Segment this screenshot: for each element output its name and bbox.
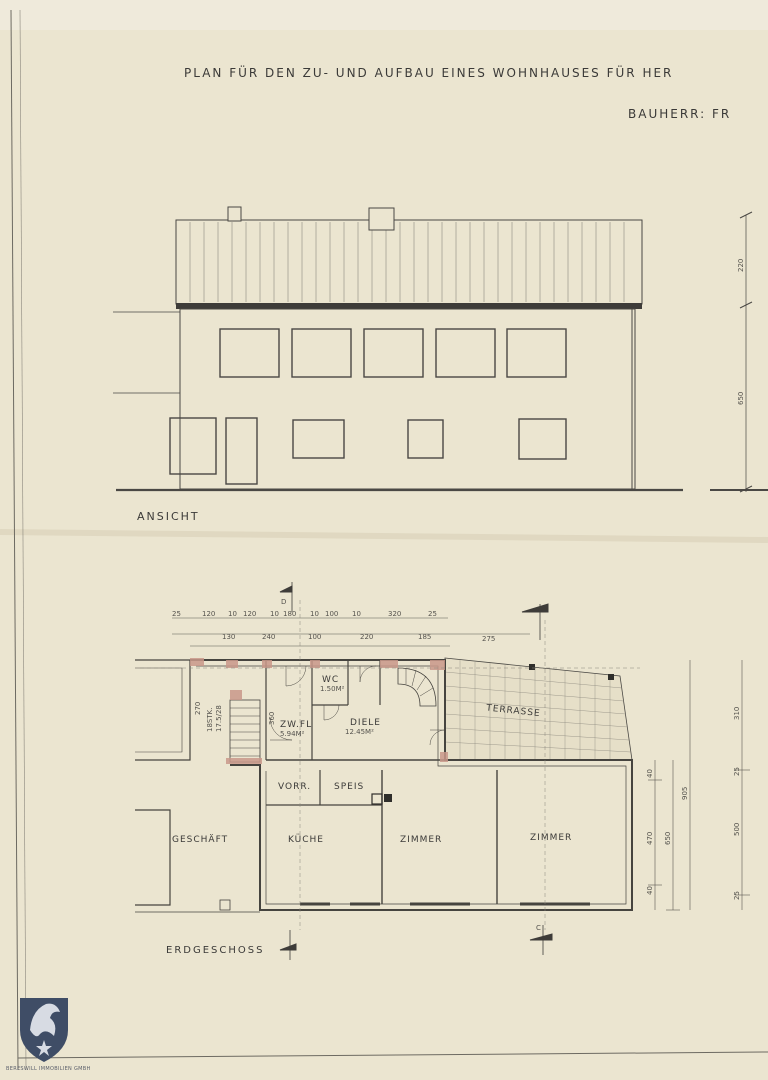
- drawing-title: PLAN FÜR DEN ZU- UND AUFBAU EINES WOHNHA…: [184, 64, 673, 80]
- company-logo: [20, 998, 68, 1062]
- room-label-geschaeft: GESCHÄFT: [172, 834, 228, 845]
- elevation-dim-650: 650: [737, 392, 745, 405]
- elevation-dim-220: 220: [737, 259, 745, 272]
- company-name: BERESWILL IMMOBILIEN GMBH: [6, 1066, 91, 1072]
- top-dim-7: 10: [310, 610, 319, 618]
- right-dim-905: 905: [681, 787, 689, 800]
- right-dim-470: 470: [646, 832, 654, 845]
- top-dim-11: 25: [428, 610, 437, 618]
- room-label-kueche: KÜCHE: [288, 834, 324, 845]
- floor-plan-label: ERDGESCHOSS: [166, 945, 264, 956]
- top-dim-4: 120: [243, 610, 256, 618]
- room-label-zwfl: ZW.FL: [280, 720, 312, 730]
- right-dim-25b: 25: [733, 891, 741, 900]
- section-mark-c: [279, 925, 553, 960]
- top-dim-8: 100: [325, 610, 338, 618]
- top-dim-3: 10: [228, 610, 237, 618]
- section-mark-d: [279, 582, 293, 612]
- room-label-speis: SPEIS: [334, 782, 364, 792]
- top-dim-10: 320: [388, 610, 401, 618]
- stair-count: 18STK.: [206, 708, 214, 732]
- right-dim-40a: 40: [646, 769, 654, 778]
- top-dim-9: 10: [352, 610, 361, 618]
- right-dim-25a: 25: [733, 767, 741, 776]
- top-dim-1: 25: [172, 610, 181, 618]
- room-label-diele: DIELE: [350, 718, 381, 728]
- room-label-zimmer-1: ZIMMER: [400, 835, 442, 845]
- room-label-zimmer-2: ZIMMER: [530, 833, 572, 843]
- room-label-wc: WC: [322, 675, 339, 685]
- top-dim-6: 180: [283, 610, 296, 618]
- room-area-diele: 12.45M²: [345, 728, 374, 736]
- top-dim-5: 10: [270, 610, 279, 618]
- axis-lines: [140, 600, 640, 930]
- elevation-label: ANSICHT: [137, 510, 200, 523]
- right-dimension-lines: [648, 660, 750, 911]
- elevation-view: [113, 206, 768, 493]
- right-dim-40b: 40: [646, 886, 654, 895]
- room-area-wc: 1.50M²: [320, 685, 345, 693]
- top-dim-row2-4: 220: [360, 633, 373, 641]
- chimney-flue-2: [384, 794, 392, 802]
- room-area-zwfl: 5.94M²: [280, 730, 305, 738]
- right-dim-310: 310: [733, 707, 741, 720]
- dim-270: 270: [194, 702, 202, 715]
- chimney-flue: [371, 793, 383, 805]
- stair-dimension: 17.5/28: [215, 705, 223, 732]
- section-mark-d-label: D: [281, 598, 286, 606]
- top-dim-row2-1: 130: [222, 633, 235, 641]
- top-dim-row2-6: 275: [482, 635, 495, 643]
- top-dim-row2-3: 100: [308, 633, 321, 641]
- top-dim-row2-2: 240: [262, 633, 275, 641]
- floor-plan-walls: [135, 659, 633, 913]
- section-mark-c-label: C: [536, 924, 541, 932]
- top-dim-row2-5: 185: [418, 633, 431, 641]
- new-wall-marks: [190, 658, 448, 764]
- top-dim-2: 120: [202, 610, 215, 618]
- room-label-vorr: VORR.: [278, 782, 311, 792]
- dim-360: 360: [268, 712, 276, 725]
- right-dim-500: 500: [733, 823, 741, 836]
- right-dim-650: 650: [664, 832, 672, 845]
- section-mark-top-right: [521, 603, 549, 640]
- top-dimension-lines: [172, 617, 530, 647]
- bauherr-label: BAUHERR: FR: [628, 107, 731, 121]
